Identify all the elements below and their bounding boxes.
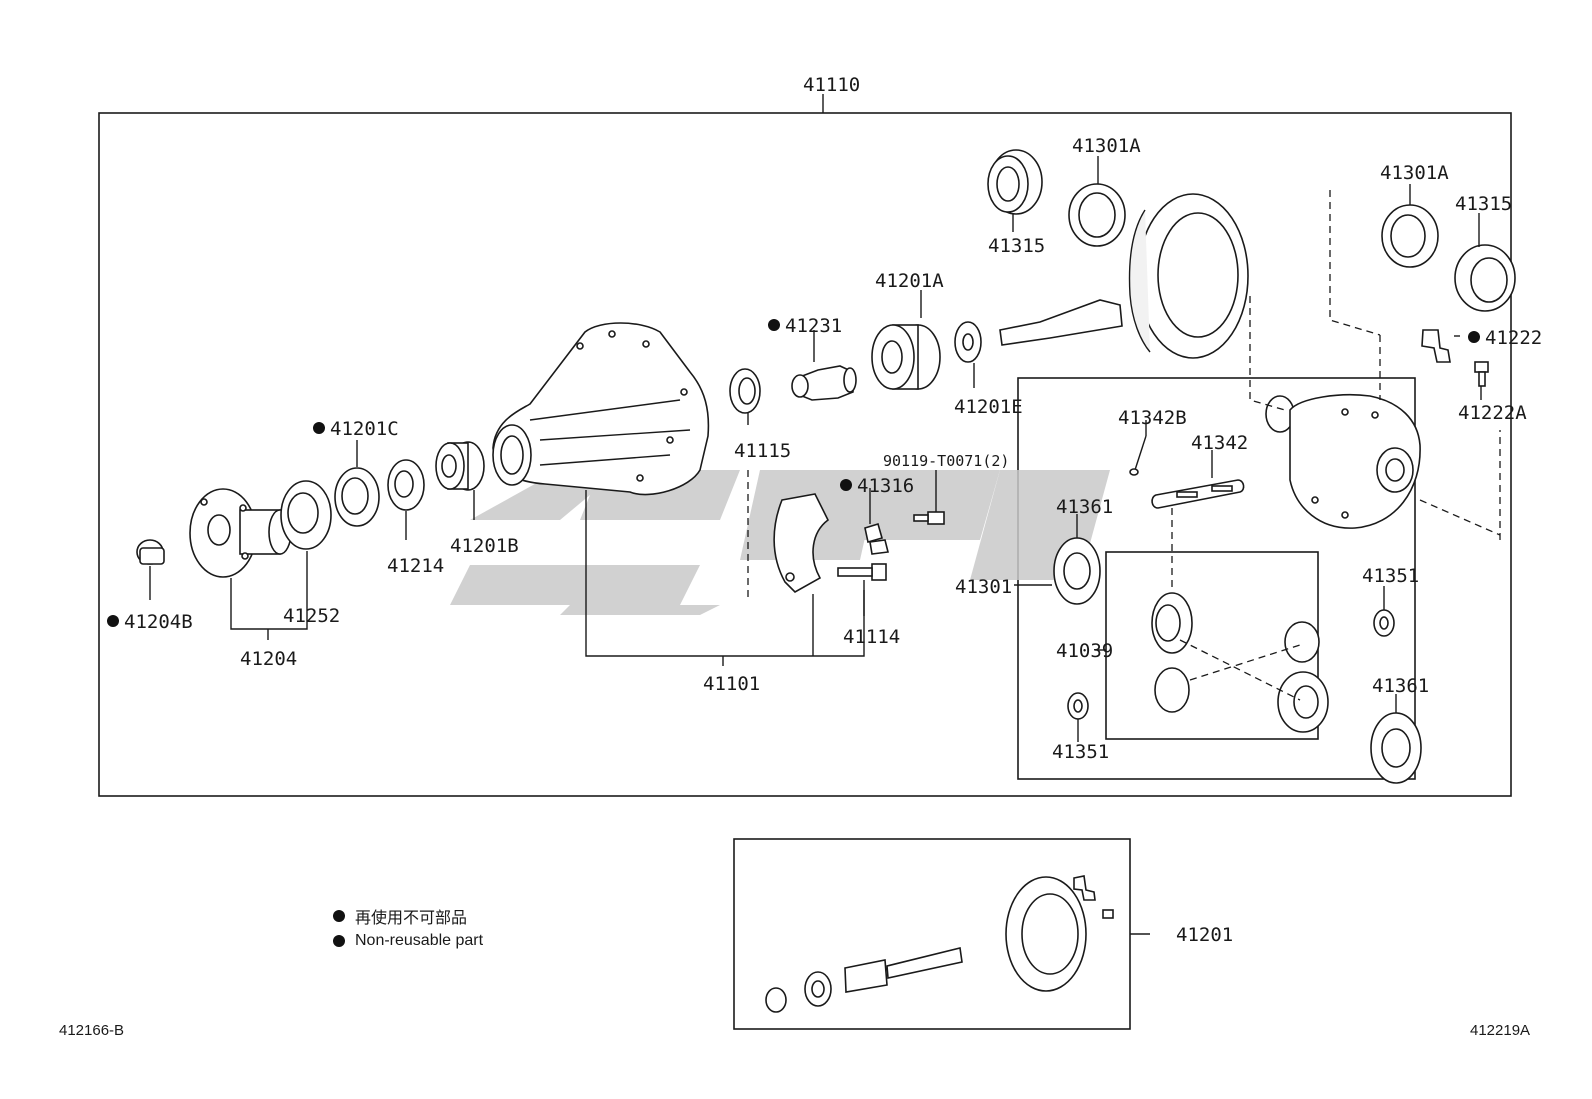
carrier-housing-41101: [492, 322, 710, 496]
legend-text-japanese: 再使用不可部品: [355, 909, 468, 927]
pinion-gear-top-right: [1284, 621, 1320, 663]
side-gear-top-left: [1151, 592, 1193, 654]
label-41039: 41039: [1056, 640, 1113, 662]
label-41342: 41342: [1191, 432, 1248, 454]
non-reusable-dot-icon: [333, 934, 345, 947]
sub-assembly-41201-parts: [765, 875, 1114, 1013]
bearing-41301a-right: [1381, 204, 1439, 268]
oil-seal-41201c: [334, 467, 380, 527]
legend-text-english: Non-reusable part: [355, 931, 484, 949]
label-41351-left: 41351: [1052, 741, 1109, 763]
label-41214: 41214: [387, 555, 444, 577]
bearing-41201a: [871, 324, 941, 390]
label-41204b: 41204B: [124, 611, 193, 633]
label-41222a: 41222A: [1458, 402, 1527, 424]
label-41101: 41101: [703, 673, 760, 695]
label-41231: 41231: [785, 315, 842, 337]
figure-code-left: 412166-B: [59, 1022, 125, 1039]
washer-41201e: [954, 321, 982, 363]
dust-deflector-41252: [280, 480, 332, 550]
ring-gear-pinion: [999, 193, 1249, 359]
spacer-41115: [729, 368, 761, 414]
collapsible-spacer-41231: [791, 365, 857, 401]
label-41110: 41110: [803, 74, 860, 96]
label-41301a-top: 41301A: [1072, 135, 1141, 157]
thrust-washer-41361-left: [1053, 537, 1101, 605]
legend-row-japanese: 再使用不可部品: [333, 903, 483, 928]
label-41301: 41301: [955, 576, 1012, 598]
adjusting-nut-lock-41316: [864, 522, 889, 555]
pinion-shaft-41342: [1151, 479, 1245, 509]
bearing-41315-right: [1454, 244, 1516, 312]
differential-case: [1265, 393, 1421, 529]
label-41201a: 41201A: [875, 270, 944, 292]
side-gear-bottom-right: [1277, 671, 1329, 733]
label-41204: 41204: [240, 648, 297, 670]
figure-code-right: 412219A: [1470, 1022, 1531, 1039]
label-41201c: 41201C: [330, 418, 399, 440]
nut-41204b: [136, 539, 165, 565]
label-41115: 41115: [734, 440, 791, 462]
thrust-washer-41361-right: [1370, 712, 1422, 784]
label-90119: 90119-T0071(2): [883, 452, 1009, 470]
label-41201b: 41201B: [450, 535, 519, 557]
label-41114: 41114: [843, 626, 900, 648]
assembly-frame-41110: [98, 112, 1512, 797]
bolt-41222a: [1474, 361, 1489, 387]
label-41315-right: 41315: [1455, 193, 1512, 215]
label-41201: 41201: [1176, 924, 1233, 946]
label-41342b: 41342B: [1118, 407, 1187, 429]
lock-plate-41222: [1421, 329, 1451, 363]
bolt-41114: [837, 563, 887, 581]
legend: 再使用不可部品 Non-reusable part: [333, 903, 483, 953]
label-41201e: 41201E: [954, 396, 1023, 418]
bolt-90119: [913, 511, 945, 525]
pinion-gear-bottom-left: [1154, 667, 1190, 713]
non-reusable-dot-icon: [333, 909, 345, 922]
label-41252: 41252: [283, 605, 340, 627]
label-41222: 41222: [1485, 327, 1542, 349]
label-41301a-right: 41301A: [1380, 162, 1449, 184]
thrust-washer-41351-right: [1373, 609, 1395, 637]
bearing-cap-41101: [773, 493, 830, 593]
bearing-41201b: [435, 441, 485, 491]
label-41361-right: 41361: [1372, 675, 1429, 697]
label-41316: 41316: [857, 475, 914, 497]
pin-41342b: [1129, 435, 1147, 476]
label-41351-right: 41351: [1362, 565, 1419, 587]
companion-flange-41204: [189, 488, 292, 578]
label-41315-top: 41315: [988, 235, 1045, 257]
legend-row-english: Non-reusable part: [333, 928, 483, 953]
label-41361-left: 41361: [1056, 496, 1113, 518]
bearing-41315-top: [987, 149, 1043, 215]
bearing-41301a-top: [1068, 183, 1126, 247]
thrust-washer-41351-left: [1067, 692, 1089, 720]
oil-slinger-41214: [387, 459, 425, 511]
